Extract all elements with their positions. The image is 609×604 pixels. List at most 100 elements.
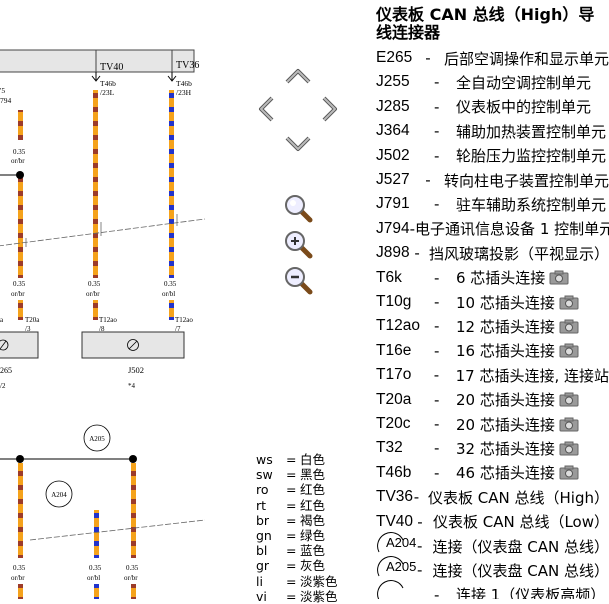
component-list-item[interactable]: E265-后部空调操作和显示单元 xyxy=(376,46,609,70)
component-list-item[interactable]: A204-连接（仪表盘 CAN 总线） xyxy=(376,534,609,558)
legend-row: ws= 白色 xyxy=(256,452,371,467)
item-separator: - xyxy=(434,317,456,335)
component-list-item[interactable]: T46b-46 芯插头连接 xyxy=(376,461,609,485)
component-list-item[interactable]: J791-驻车辅助系统控制单元 xyxy=(376,192,609,216)
component-list-item[interactable]: J502-轮胎压力监控控制单元 xyxy=(376,144,609,168)
wire-3 xyxy=(169,90,174,278)
item-code: T20a xyxy=(376,391,434,409)
component-list-item[interactable]: -连接 1（仪表板高频） xyxy=(376,583,609,599)
component-list-item[interactable]: J364-辅助加热装置控制单元 xyxy=(376,119,609,143)
component-list-item[interactable]: TV36-仪表板 CAN 总线（High） xyxy=(376,485,609,509)
item-description: 全自动空调控制单元 xyxy=(456,72,591,93)
camera-icon[interactable] xyxy=(559,441,579,456)
component-list-item[interactable]: T20c-20 芯插头连接 xyxy=(376,412,609,436)
item-description: 辅助加热装置控制单元 xyxy=(456,121,606,142)
arrow-right-icon[interactable] xyxy=(314,95,346,123)
zoom-fit-icon[interactable] xyxy=(282,194,314,222)
item-code: J502 xyxy=(376,147,434,165)
item-code: J791 xyxy=(376,195,434,213)
label-w2-lower-a: 0.35 xyxy=(88,280,101,288)
legend-equals: = xyxy=(286,452,300,467)
arrow-left-icon[interactable] xyxy=(250,95,282,123)
item-code: TV40 xyxy=(376,513,417,531)
camera-icon[interactable] xyxy=(559,392,579,407)
wire-2 xyxy=(93,90,98,278)
component-list-item[interactable]: J898-挡风玻璃投影（平视显示） xyxy=(376,241,609,265)
legend-color-name: 褐色 xyxy=(300,513,325,528)
item-separator: - xyxy=(434,293,456,311)
component-list-item[interactable]: J255-全自动空调控制单元 xyxy=(376,70,609,94)
component-e265-box xyxy=(0,332,38,358)
camera-icon[interactable] xyxy=(559,319,579,334)
legend-row: br= 褐色 xyxy=(256,513,371,528)
t46b-23l-a: T46b xyxy=(100,79,116,88)
camera-icon[interactable] xyxy=(559,343,579,358)
camera-icon[interactable] xyxy=(559,295,579,310)
legend-equals: = xyxy=(286,574,300,589)
item-description: 连接 1（仪表板高频） xyxy=(456,584,605,599)
legend-equals: = xyxy=(286,467,300,482)
legend-row: gr= 灰色 xyxy=(256,558,371,573)
connection-circle-icon xyxy=(376,580,434,599)
item-description: 46 芯插头连接 xyxy=(456,462,555,483)
item-description: 20 芯插头连接 xyxy=(456,389,555,410)
legend-row: rt= 红色 xyxy=(256,498,371,513)
item-separator: - xyxy=(434,391,456,409)
component-list-item[interactable]: T10g-10 芯插头连接 xyxy=(376,290,609,314)
component-j502-note: *4 xyxy=(128,382,136,390)
item-code: J898 xyxy=(376,244,414,262)
svg-text:A204: A204 xyxy=(51,491,67,499)
component-list-item[interactable]: T6k-6 芯插头连接 xyxy=(376,266,609,290)
legend-code: ws xyxy=(256,452,286,467)
component-list-item[interactable]: T17o-17 芯插头连接, 连接站 xyxy=(376,363,609,387)
arrow-up-icon[interactable] xyxy=(282,62,314,90)
item-description: 仪表板 CAN 总线（Low） xyxy=(433,511,609,532)
item-code: T12ao xyxy=(376,317,434,335)
component-list-item[interactable]: T32-32 芯插头连接 xyxy=(376,436,609,460)
zoom-out-icon[interactable] xyxy=(282,266,314,294)
component-j502-label: J502 xyxy=(128,365,144,375)
component-list-item[interactable]: T12ao-12 芯插头连接 xyxy=(376,314,609,338)
component-list-item[interactable]: A205-连接（仪表盘 CAN 总线） xyxy=(376,558,609,582)
component-list-item[interactable]: J527-转向柱电子装置控制单元 xyxy=(376,168,609,192)
legend-code: bl xyxy=(256,543,286,558)
legend-code: gn xyxy=(256,528,286,543)
camera-icon[interactable] xyxy=(559,417,579,432)
legend-code: ro xyxy=(256,482,286,497)
item-description: 17 芯插头连接, 连接站 xyxy=(456,365,609,386)
camera-icon[interactable] xyxy=(549,270,569,285)
component-list-item[interactable]: T16e-16 芯插头连接 xyxy=(376,339,609,363)
connector-tv40: TV40 xyxy=(100,62,123,73)
label-bottom-w1-a: 0.35 xyxy=(13,564,26,572)
item-code: A205 xyxy=(386,559,416,574)
legend-color-name: 淡紫色 xyxy=(300,589,338,604)
item-code: E265 xyxy=(376,49,425,67)
label-bottom-w2-a: 0.35 xyxy=(89,564,102,572)
component-list-item[interactable]: J285-仪表板中的控制单元 xyxy=(376,95,609,119)
component-list-item[interactable]: T20a-20 芯插头连接 xyxy=(376,388,609,412)
wire-left-upper xyxy=(18,110,23,140)
zoom-in-icon[interactable] xyxy=(282,230,314,258)
item-description: 连接（仪表盘 CAN 总线） xyxy=(433,560,609,581)
legend-row: sw= 黑色 xyxy=(256,467,371,482)
arrow-down-icon[interactable] xyxy=(282,130,314,158)
item-separator: - xyxy=(417,537,433,555)
label-bottom-w1-b: or/br xyxy=(11,574,25,582)
item-separator: - xyxy=(425,49,444,67)
component-list-item[interactable]: TV40-仪表板 CAN 总线（Low） xyxy=(376,510,609,534)
item-code: TV36 xyxy=(376,488,414,506)
item-description: 20 芯插头连接 xyxy=(456,414,555,435)
component-list-item[interactable]: J794-电子通讯信息设备 1 控制单元 xyxy=(376,217,609,241)
label-bottom-w3-a: 0.35 xyxy=(126,564,139,572)
legend-color-name: 白色 xyxy=(300,452,325,467)
item-code: T6k xyxy=(376,269,434,287)
legend-color-name: 红色 xyxy=(300,498,325,513)
label-w1-upper-b: or/br xyxy=(11,157,25,165)
item-separator: - xyxy=(434,366,456,384)
item-code: J794 xyxy=(376,220,410,238)
camera-icon[interactable] xyxy=(559,465,579,480)
label-w2-lower-b: or/br xyxy=(86,290,100,298)
legend-equals: = xyxy=(286,498,300,513)
arrow-tv40 xyxy=(92,72,100,81)
